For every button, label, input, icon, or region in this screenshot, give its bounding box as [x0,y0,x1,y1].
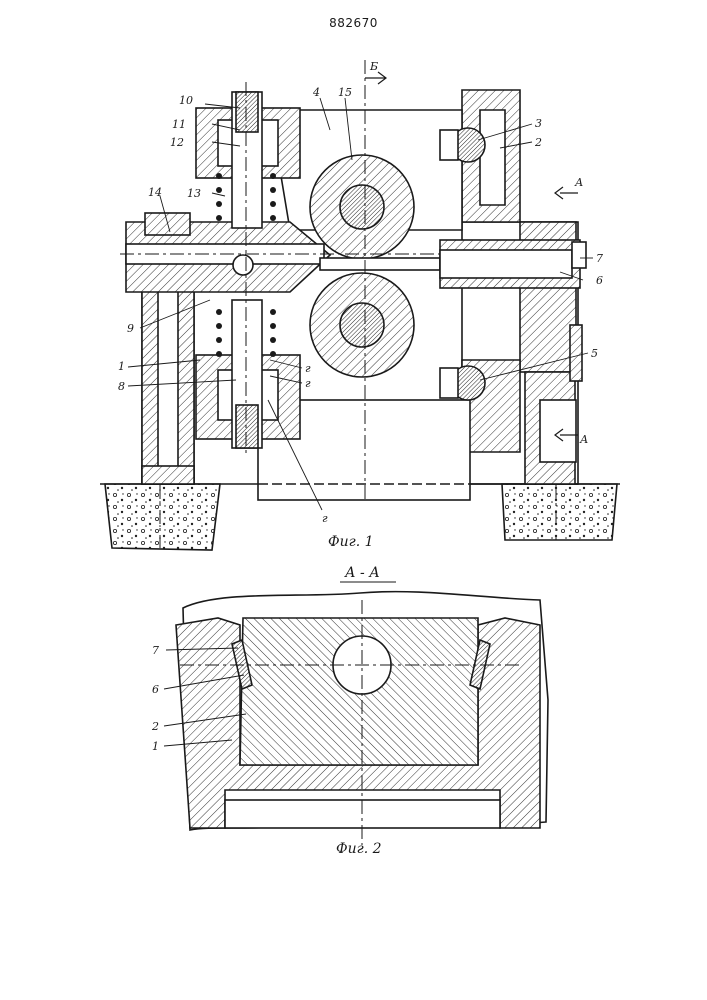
label-12: 12 [170,136,184,149]
label-g2: г [305,377,311,390]
figure-2-caption: Фиг. 2 [336,841,382,857]
fig1-labels: 10 11 12 13 14 4 15 3 2 7 6 5 9 1 8 г г … [118,60,603,550]
label-5: 5 [591,347,598,360]
label-2: 2 [534,136,542,149]
fig1-leaders [127,97,593,511]
label-6: 6 [596,274,603,287]
foundation-left [104,483,221,551]
label-15: 15 [338,86,352,99]
section-mark-a-bottom: А [579,433,588,446]
screw-assembly [195,82,301,455]
label-4: 4 [312,86,320,99]
fig2-label-2: 2 [151,720,159,733]
fig2-label-7: 7 [152,644,159,657]
label-1: 1 [118,360,125,373]
fig2-labels: 7 6 2 1 Фиг. 2 [151,644,382,857]
label-11: 11 [172,118,186,131]
label-g1: г [305,362,311,375]
label-7: 7 [596,252,603,265]
fig2-label-1: 1 [152,740,159,753]
fig2-label-6: 6 [152,683,159,696]
label-3: 3 [535,117,542,130]
label-g3: г [322,512,328,525]
section-title-a-a: А - А [344,565,380,581]
label-14: 14 [148,186,162,199]
section-mark-b: Б [369,60,378,73]
label-10: 10 [179,94,193,107]
patent-number: 882670 [329,16,378,30]
label-8: 8 [118,380,125,393]
foundation-right [501,483,618,541]
figure-1 [100,60,620,551]
label-9: 9 [127,322,134,335]
fig2-leaders [163,647,247,747]
figure-2: А - А [175,565,549,845]
label-13: 13 [187,187,201,200]
figure-1-caption: Фиг. 1 [328,534,374,550]
section-mark-a-top: А [574,176,583,189]
